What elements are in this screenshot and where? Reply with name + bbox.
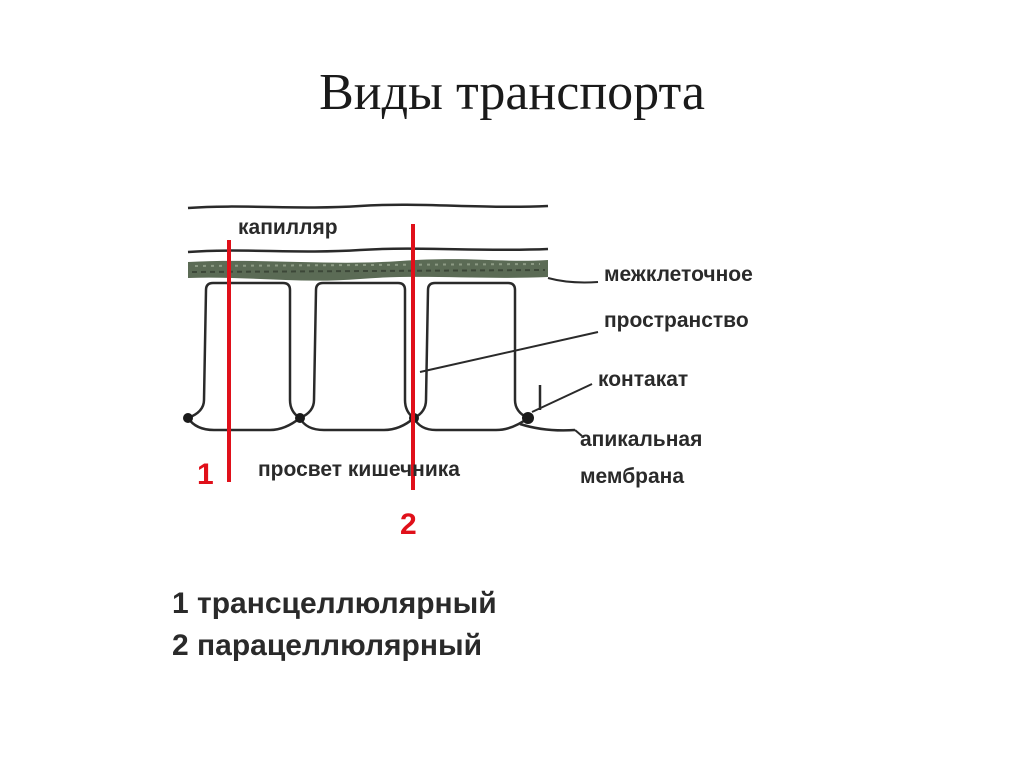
slide-title: Виды транспорта: [319, 64, 705, 121]
capillary-wall-bottom: [187, 247, 549, 254]
basement-membrane: [188, 259, 548, 281]
route-marker-1: 1: [197, 458, 214, 491]
junction-dot: [522, 412, 534, 424]
leader-space: [419, 331, 599, 373]
leader-lines: [419, 277, 599, 437]
legend-line-2: 2 парацеллюлярный: [172, 629, 483, 662]
label-contact: контакат: [598, 368, 688, 391]
leader-contact: [531, 383, 593, 413]
apical-membrane-line: [519, 422, 576, 432]
junction-dot: [295, 413, 305, 423]
label-apical-2: мембрана: [580, 465, 684, 488]
leader-intercellular: [547, 277, 599, 284]
label-lumen: просвет кишечника: [258, 458, 460, 481]
capillary-wall-top: [187, 203, 549, 210]
cell-3: [412, 281, 531, 432]
label-intercellular-1: межклеточное: [604, 263, 753, 286]
label-apical-1: апикальная: [580, 428, 702, 451]
cell-2: [298, 281, 417, 432]
legend-line-1: 1 трансцеллюлярный: [172, 587, 497, 620]
legend: 1 трансцеллюлярный 2 парацеллюлярный: [172, 583, 497, 667]
label-intercellular-2: пространство: [604, 309, 749, 332]
junction-dot: [183, 413, 193, 423]
leader-apical: [574, 429, 583, 437]
cell-1: [186, 281, 303, 432]
label-capillary: капилляр: [238, 216, 338, 239]
route-marker-2: 2: [400, 508, 417, 541]
epithelial-cells: [186, 281, 531, 432]
